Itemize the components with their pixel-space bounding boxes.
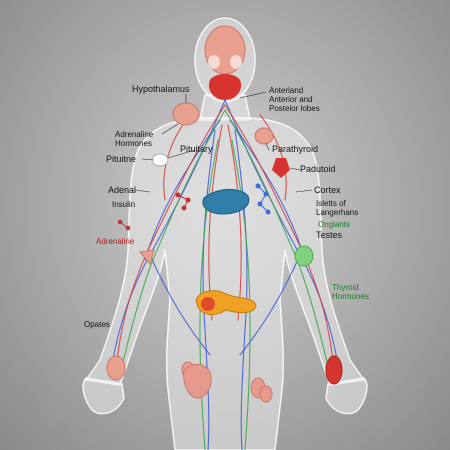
label-adrenaline-hormones: Adrenaline Hormones <box>115 130 154 148</box>
label-anterland: Anterland Anterior and Postelor lobes <box>269 86 320 113</box>
molecule-left <box>175 192 191 211</box>
nerve-network <box>111 99 339 450</box>
pituitary-gland <box>151 153 169 167</box>
padutoid-gland <box>272 158 290 178</box>
head-glands <box>204 25 246 100</box>
label-opates: Opates <box>84 320 110 329</box>
label-thyroid-hormones: Thyroid Hormones <box>332 283 369 301</box>
label-cortex: Cortex <box>314 185 341 195</box>
adrenal-right-gland <box>294 245 314 267</box>
label-adrenaline: Adrenaline <box>96 237 135 246</box>
label-adenal: Adenal <box>108 185 137 195</box>
label-leaders <box>134 91 313 193</box>
molecule-small <box>117 219 131 231</box>
adrenal-left-gland <box>139 249 155 266</box>
label-parathyroid: Parathyroid <box>272 144 319 154</box>
molecule-right <box>255 183 271 215</box>
pancreas-gland <box>195 290 257 316</box>
label-testes: Testes <box>316 230 343 240</box>
label-hypothalamus: Hypothalamus <box>132 84 190 94</box>
liver-gland <box>202 189 250 215</box>
hand-right-gland <box>325 355 343 385</box>
hand-left-gland <box>106 355 126 381</box>
label-onglants: Onglants <box>318 220 351 229</box>
label-isletts: Isletts of Langerhans <box>316 199 359 217</box>
parathyroid-gland <box>254 127 274 145</box>
testis-gland <box>250 377 273 403</box>
hypothalamus-gland <box>172 102 200 126</box>
label-insulin: Insulin <box>112 200 136 209</box>
uterus-gland <box>183 363 212 399</box>
label-padutoid: Padutoid <box>300 164 336 174</box>
label-pituitary: Pituitary <box>180 144 213 154</box>
label-pituitne: Pituitne <box>106 154 137 164</box>
